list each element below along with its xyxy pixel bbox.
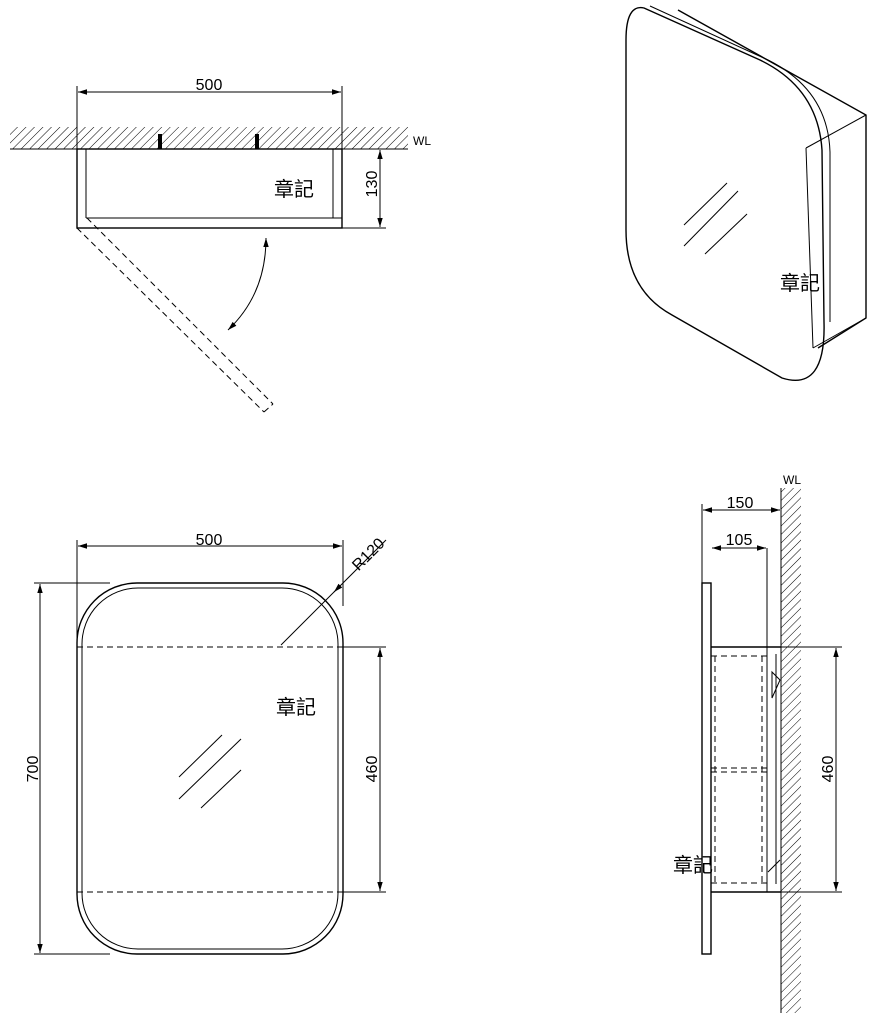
watermark-text: 章記 xyxy=(673,853,713,877)
hinge-detail xyxy=(771,670,781,699)
side-wall xyxy=(780,488,801,1013)
front-radius-leader xyxy=(280,539,387,646)
top-cabinet-body xyxy=(76,148,343,229)
watermark-text: 章記 xyxy=(274,177,314,201)
door-swing-arrow xyxy=(227,237,269,331)
top-door-open-dashed xyxy=(76,217,274,413)
side-door-panel xyxy=(701,582,712,955)
front-view: 500 R120 700 460 章記 xyxy=(25,532,388,955)
front-height-dimension xyxy=(34,582,110,955)
perspective-view: 章記 xyxy=(625,5,867,382)
top-width-dimension xyxy=(76,86,343,149)
watermark-text: 章記 xyxy=(780,271,820,295)
side-inner-depth-label: 105 xyxy=(726,532,753,549)
front-inner-height-label: 460 xyxy=(364,756,381,783)
side-shelves-dashed xyxy=(711,655,767,884)
mirror-reflection-icon xyxy=(683,182,748,255)
top-view: WL 500 130 章 xyxy=(10,77,431,413)
side-inner-height-dimension xyxy=(781,646,842,893)
top-depth-dimension xyxy=(342,150,386,229)
front-width-dimension xyxy=(76,540,344,650)
front-radius-label: R120 xyxy=(349,535,388,574)
top-wall xyxy=(10,127,408,150)
wall-fixing xyxy=(255,134,259,149)
side-view: WL 150 105 xyxy=(673,473,842,1013)
side-wall-label: WL xyxy=(783,473,801,487)
front-mirror-outline xyxy=(76,582,344,955)
watermark-text: 章記 xyxy=(276,695,316,719)
top-depth-label: 130 xyxy=(364,171,381,198)
side-inner-height-label: 460 xyxy=(820,756,837,783)
mirror-door-panel xyxy=(625,6,825,382)
top-wall-label: WL xyxy=(413,134,431,148)
side-depth-label: 150 xyxy=(727,495,754,512)
mirror-reflection-icon xyxy=(178,734,242,809)
front-mirror-inner-outline xyxy=(81,587,339,950)
top-width-label: 500 xyxy=(196,77,223,94)
front-height-label: 700 xyxy=(25,756,42,783)
front-width-label: 500 xyxy=(196,532,223,549)
side-cabinet-body xyxy=(711,548,781,893)
cabinet-body-side xyxy=(677,9,867,349)
side-depth-dimension xyxy=(701,504,780,583)
front-inner-height-dimension xyxy=(343,646,386,893)
wall-fixing xyxy=(158,134,162,149)
